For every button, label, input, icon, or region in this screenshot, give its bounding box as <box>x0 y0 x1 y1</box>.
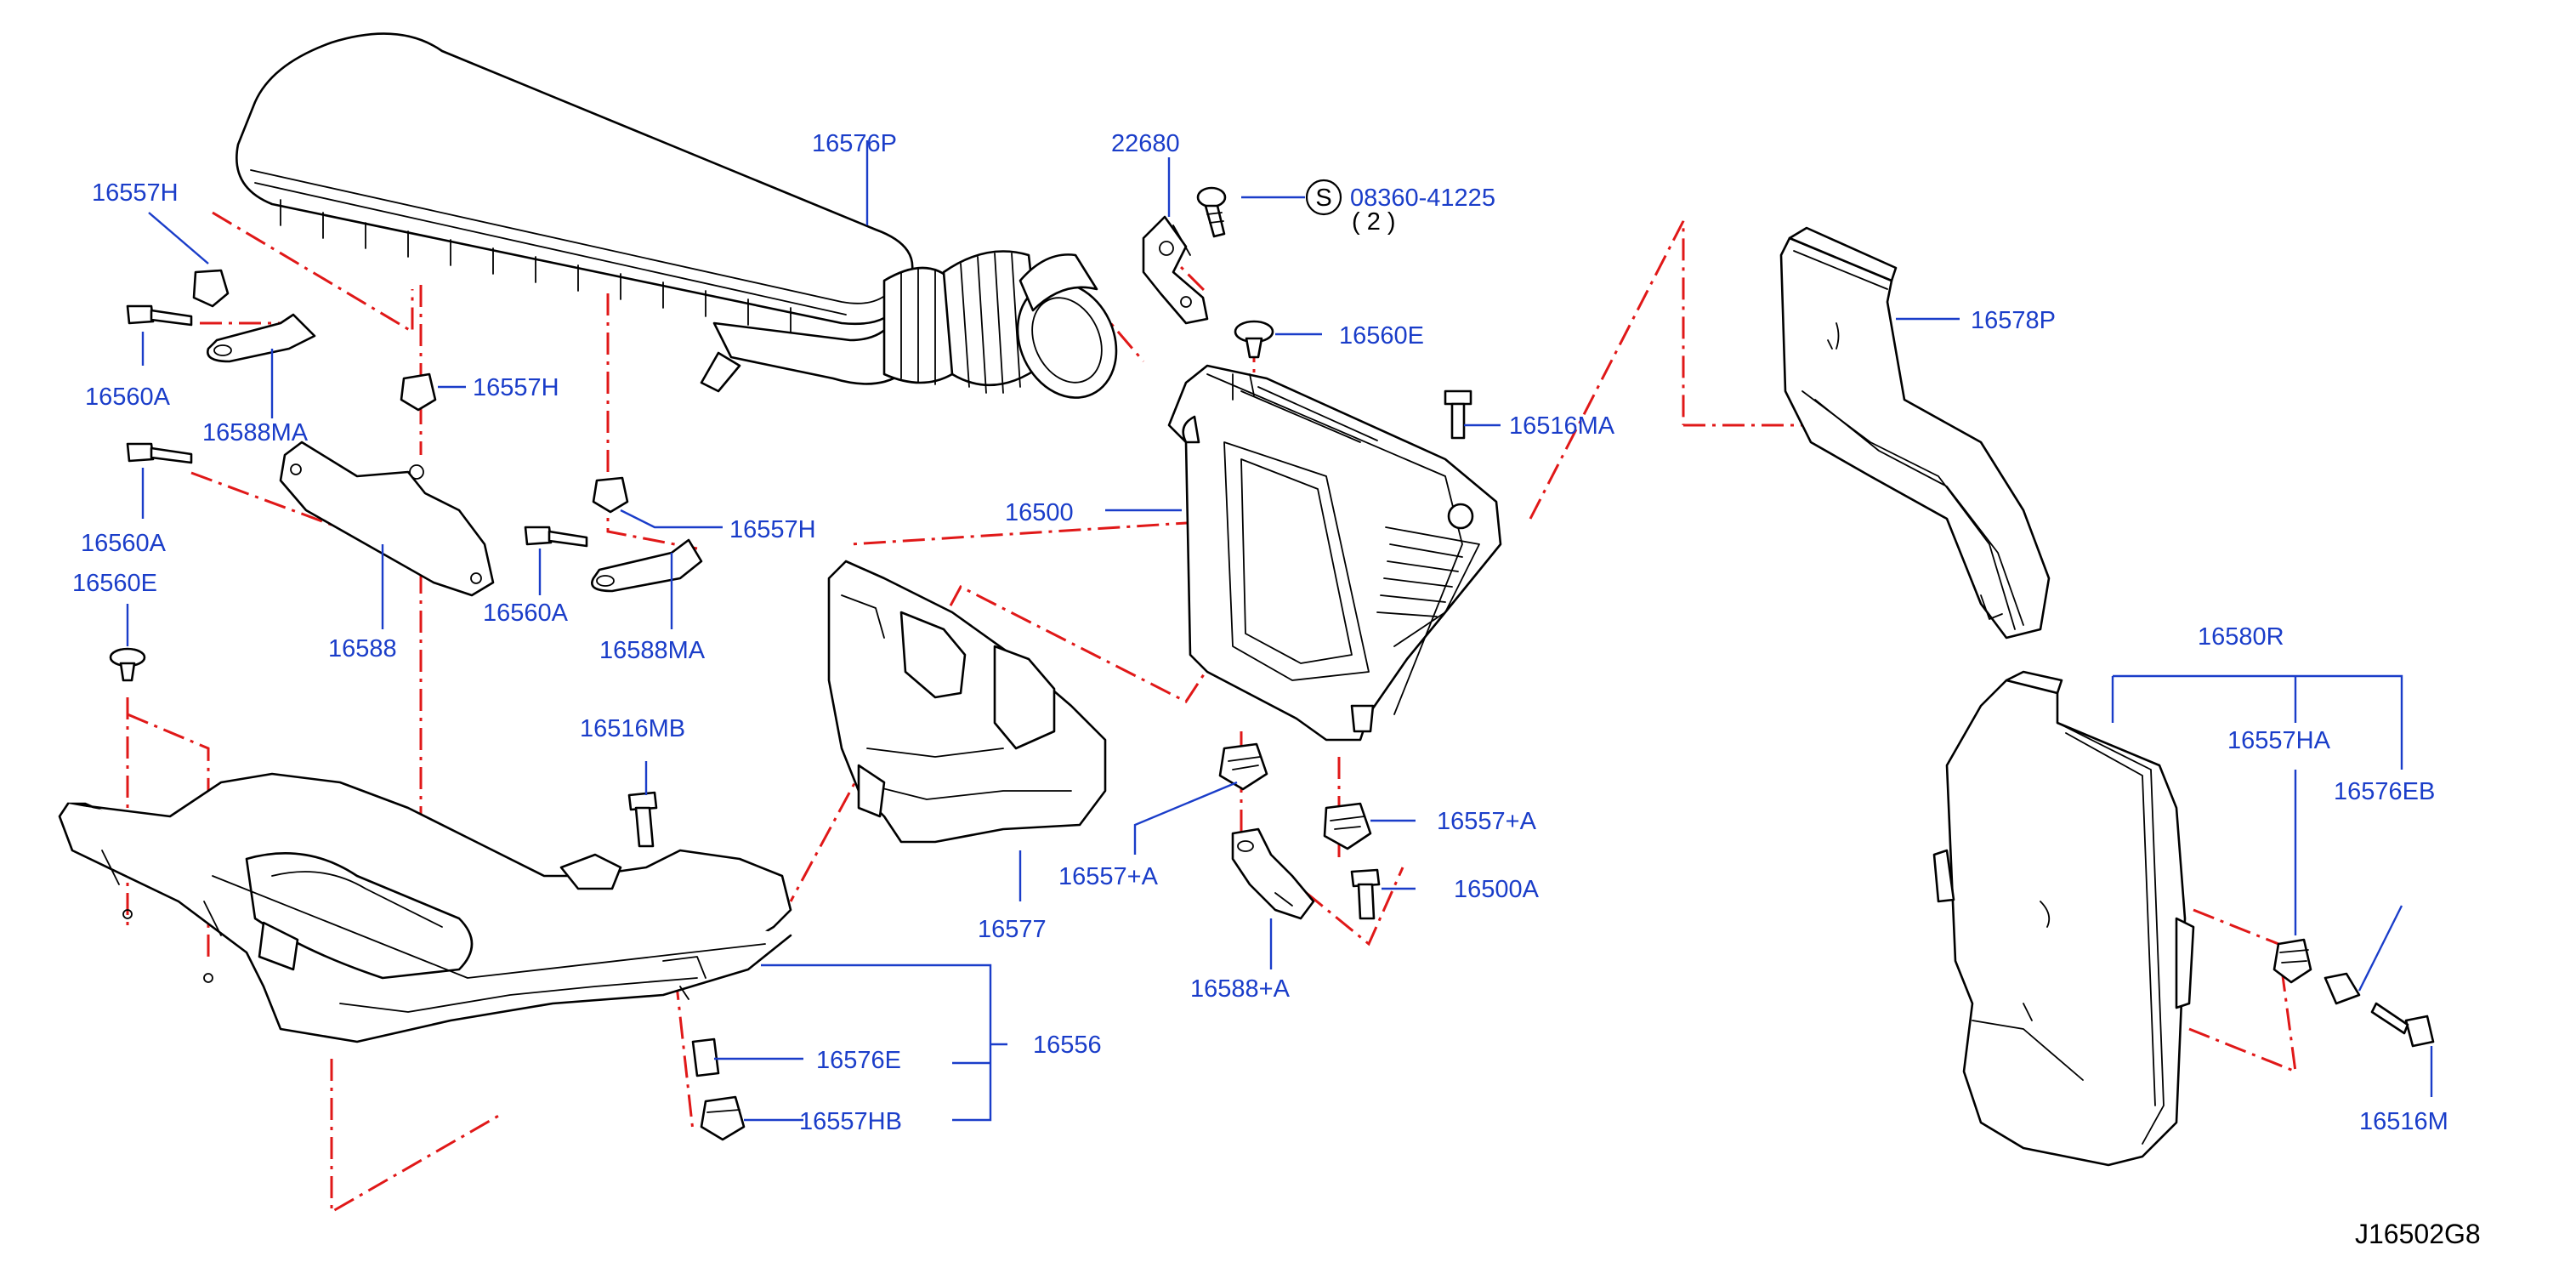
bolts <box>126 304 2435 1048</box>
bracket-16588 <box>279 441 495 597</box>
label-16560a-b[interactable]: 16560A <box>81 530 167 557</box>
label-16557a-a[interactable]: 16557+A <box>1437 808 1537 835</box>
sleeves <box>691 972 2361 1077</box>
air-cleaner-16500 <box>1167 364 1502 742</box>
label-16588[interactable]: 16588 <box>328 635 397 662</box>
label-16588ma-a[interactable]: 16588MA <box>202 419 309 446</box>
label-16588ma-b[interactable]: 16588MA <box>599 637 706 664</box>
label-16557h-c[interactable]: 16557H <box>729 516 816 543</box>
bracket-16588a <box>1231 827 1315 920</box>
grommets <box>192 269 2312 1141</box>
duct-16578p <box>1779 226 2051 640</box>
label-08360-qty: ( 2 ) <box>1352 208 1396 236</box>
label-16576eb[interactable]: 16576EB <box>2334 778 2435 805</box>
label-16516ma[interactable]: 16516MA <box>1509 412 1615 440</box>
label-16556[interactable]: 16556 <box>1033 1032 1102 1059</box>
screw-08360 <box>1196 186 1227 238</box>
parts <box>58 32 2435 1167</box>
clip-16560e-upper <box>1234 320 1274 359</box>
label-16557hb[interactable]: 16557HB <box>799 1108 902 1135</box>
leader-lines <box>126 140 2433 1122</box>
label-16588a[interactable]: 16588+A <box>1190 975 1291 1003</box>
label-16560e-a[interactable]: 16560E <box>1339 322 1424 350</box>
clip-16560e-lower <box>109 647 146 682</box>
label-16576e[interactable]: 16576E <box>816 1047 901 1074</box>
diagram-reference-code: J16502G8 <box>2355 1219 2481 1249</box>
bracket-16588ma-lower <box>591 538 703 593</box>
label-22680[interactable]: 22680 <box>1111 130 1180 157</box>
label-16580r[interactable]: 16580R <box>2198 623 2284 651</box>
label-16577[interactable]: 16577 <box>978 916 1047 943</box>
s-symbol-text: S <box>1315 185 1331 212</box>
bracket-16588ma-upper <box>207 313 316 363</box>
label-16578p[interactable]: 16578P <box>1971 307 2056 334</box>
label-16500a[interactable]: 16500A <box>1454 876 1540 903</box>
standard-part-symbol: S <box>1305 179 1342 216</box>
lower-duct-16580r <box>1932 670 2195 1167</box>
label-08360-41225[interactable]: 08360-41225 <box>1350 185 1495 212</box>
sensor-22680 <box>1142 215 1209 325</box>
label-16557ha[interactable]: 16557HA <box>2227 727 2331 754</box>
label-16500[interactable]: 16500 <box>1005 499 1074 526</box>
resonator-duct-16576p <box>235 32 1118 399</box>
label-16560a-a[interactable]: 16560A <box>85 384 171 411</box>
label-16576p[interactable]: 16576P <box>812 130 897 157</box>
label-16557h-b[interactable]: 16557H <box>473 374 559 401</box>
label-16557h-a[interactable]: 16557H <box>92 179 179 207</box>
label-16516m[interactable]: 16516M <box>2359 1108 2448 1135</box>
label-16560a-c[interactable]: 16560A <box>483 600 569 627</box>
label-16516mb[interactable]: 16516MB <box>580 715 685 742</box>
label-16560e-b[interactable]: 16560E <box>72 570 157 597</box>
label-16557a-b[interactable]: 16557+A <box>1058 863 1159 890</box>
intake-duct-16556 <box>58 772 792 1043</box>
duct-16577 <box>827 560 1107 844</box>
part-labels: 16557H 16576P 22680 08360-41225 ( 2 ) 16… <box>72 130 2481 1249</box>
